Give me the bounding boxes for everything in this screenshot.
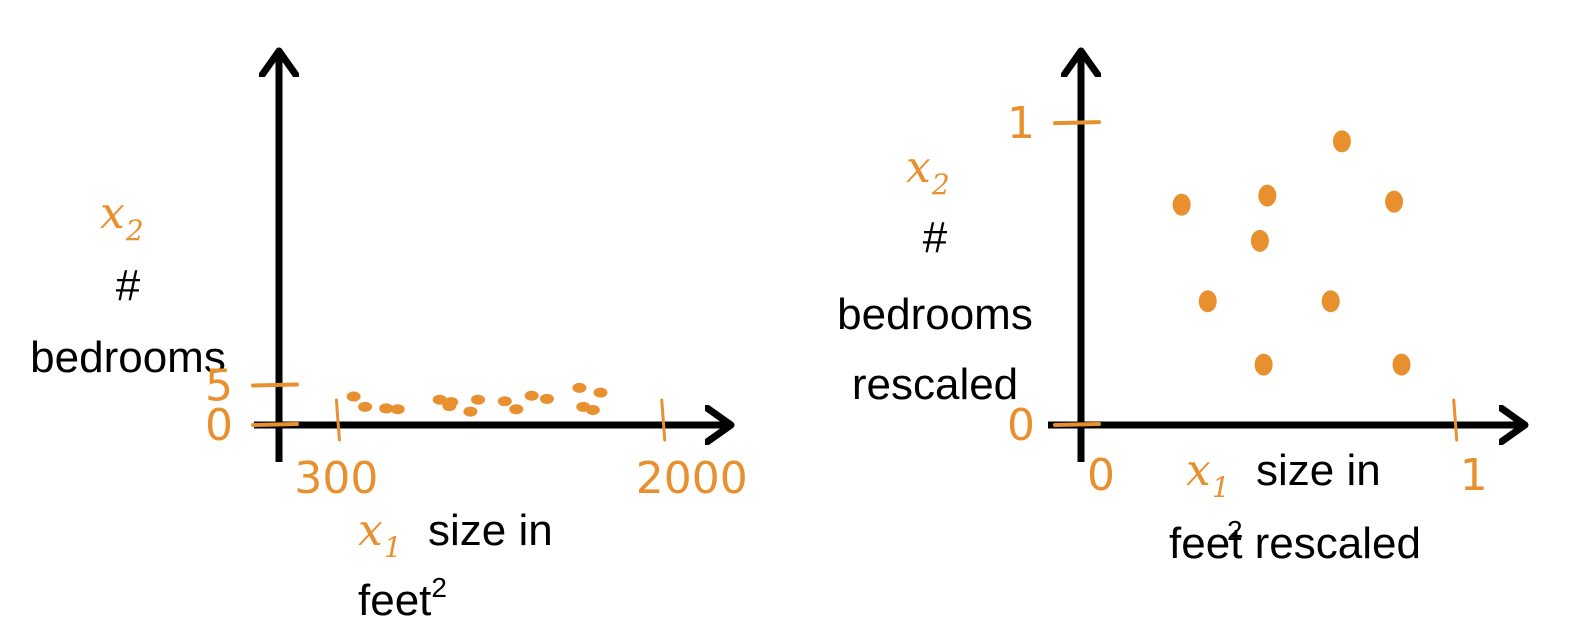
right-x-tick-label: 0 — [1087, 450, 1115, 501]
right-chart: x2 # bedrooms rescaled x1 size in feet r… — [837, 52, 1524, 568]
left-data-point — [497, 396, 512, 407]
left-x-label-line2: feet2 — [358, 572, 447, 625]
right-y-variable: x2 — [906, 142, 950, 201]
left-data-point — [572, 382, 587, 393]
right-x-label-line1: size in — [1256, 446, 1381, 495]
left-x-variable: x1 — [358, 505, 402, 564]
right-data-point — [1198, 290, 1217, 313]
left-data-point — [463, 406, 478, 417]
right-points — [1172, 130, 1411, 376]
left-y-label-line2: bedrooms — [30, 333, 226, 382]
right-x-tick-mark — [1452, 398, 1459, 442]
right-y-tick-mark — [1053, 422, 1101, 427]
left-x-tick-mark — [660, 398, 667, 442]
left-y-label-line1: # — [116, 261, 141, 310]
left-data-point — [432, 394, 447, 405]
right-data-point — [1172, 193, 1191, 216]
right-data-point — [1254, 353, 1273, 376]
right-x-variable: x1 — [1186, 445, 1230, 504]
right-x-label-sup: 2 — [1227, 515, 1243, 546]
left-y-tick-mark — [251, 382, 299, 388]
right-ticks: 0 1 0 1 — [1007, 98, 1488, 501]
left-chart: x2 # bedrooms x1 size in feet2 300 2000 05 — [30, 52, 748, 625]
right-y-label-line3: rescaled — [852, 360, 1018, 409]
left-y-tick-label: 0 — [205, 400, 233, 451]
left-data-point — [509, 404, 524, 415]
right-x-tick-label: 1 — [1460, 450, 1488, 501]
left-data-point — [358, 401, 373, 412]
right-data-point — [1321, 290, 1340, 313]
left-x-tick-mark — [334, 398, 341, 442]
right-y-label-line2: bedrooms — [837, 290, 1033, 339]
right-data-point — [1385, 190, 1404, 213]
left-data-point — [585, 404, 600, 415]
right-y-tick-label: 1 — [1007, 98, 1035, 149]
right-data-point — [1332, 130, 1351, 153]
right-x-label-line2: feet rescaled — [1169, 519, 1421, 568]
right-y-tick-label: 0 — [1007, 400, 1035, 451]
left-x-label-line1: size in — [428, 506, 553, 555]
left-ticks: 300 2000 05 — [205, 361, 748, 505]
left-data-point — [346, 391, 361, 402]
left-data-point — [471, 394, 486, 405]
right-y-tick-mark — [1053, 120, 1101, 126]
right-data-point — [1392, 353, 1411, 376]
left-y-variable: x2 — [100, 188, 144, 247]
left-y-tick-mark — [251, 422, 299, 427]
left-y-tick-label: 5 — [205, 361, 233, 412]
right-y-label-line1: # — [923, 213, 948, 262]
right-data-point — [1258, 184, 1277, 207]
left-x-tick-label: 2000 — [636, 453, 748, 504]
left-data-point — [390, 404, 405, 415]
left-data-point — [444, 397, 459, 408]
left-data-point — [379, 403, 394, 414]
left-data-point — [593, 387, 608, 398]
right-data-point — [1250, 229, 1269, 252]
left-data-point — [539, 393, 554, 404]
left-x-tick-label: 300 — [294, 453, 378, 504]
left-data-point — [524, 390, 539, 401]
left-points — [346, 382, 608, 417]
